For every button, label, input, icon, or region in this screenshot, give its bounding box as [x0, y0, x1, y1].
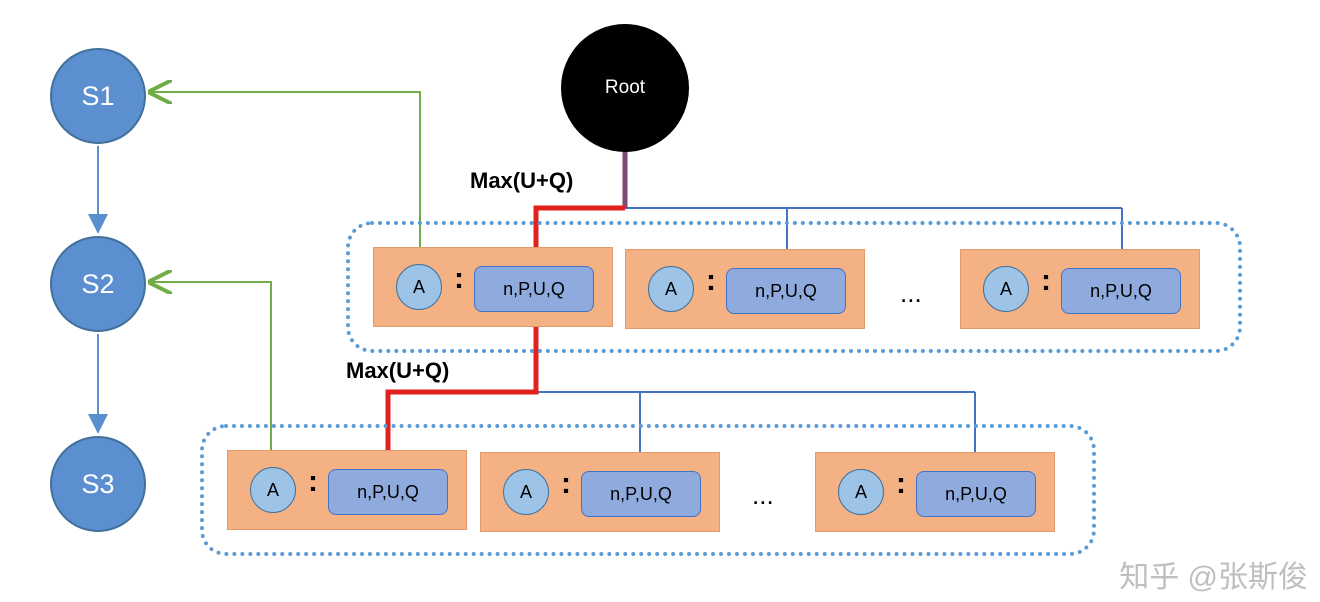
separator: : — [896, 467, 906, 500]
level2-edge-3: A : n,P,U,Q — [815, 452, 1055, 532]
state-label: S2 — [81, 268, 115, 299]
max-label-level1: Max(U+Q) — [470, 168, 574, 193]
edge-stats: n,P,U,Q — [916, 471, 1036, 517]
level2-edge-1: A : n,P,U,Q — [227, 450, 467, 530]
separator: : — [454, 262, 464, 295]
state-node-s2: S2 — [50, 236, 146, 332]
selection-path — [385, 205, 625, 468]
backup-arrow-s2 — [152, 282, 272, 467]
level1-edge-3: A : n,P,U,Q — [960, 249, 1200, 329]
edge-stats: n,P,U,Q — [474, 266, 594, 312]
state-label: S3 — [81, 468, 115, 499]
level2-edge-2: A : n,P,U,Q — [480, 452, 720, 532]
level1-edge-2: A : n,P,U,Q — [625, 249, 865, 329]
root-label: Root — [604, 77, 646, 98]
max-label-level2: Max(U+Q) — [346, 358, 450, 383]
backup-arrow-s1 — [152, 92, 421, 264]
root-node: Root — [561, 24, 689, 152]
action-node: A — [983, 266, 1029, 312]
action-node: A — [503, 469, 549, 515]
separator: : — [706, 264, 716, 297]
separator: : — [1041, 264, 1051, 297]
level1-edge-group — [346, 221, 1242, 353]
edge-stats: n,P,U,Q — [328, 469, 448, 515]
action-node: A — [396, 264, 442, 310]
state-label: S1 — [81, 80, 115, 111]
separator: : — [561, 467, 571, 500]
action-node: A — [648, 266, 694, 312]
edge-stats: n,P,U,Q — [1061, 268, 1181, 314]
state-node-s1: S1 — [50, 48, 146, 144]
level1-ellipsis: ... — [900, 278, 922, 308]
level2-ellipsis: ... — [752, 480, 774, 510]
level1-edge-1: A : n,P,U,Q — [373, 247, 613, 327]
edge-stats: n,P,U,Q — [726, 268, 846, 314]
state-node-s3: S3 — [50, 436, 146, 532]
level2-edge-group — [200, 424, 1096, 556]
watermark: 知乎 @张斯俊 — [1119, 561, 1308, 594]
edge-stats: n,P,U,Q — [581, 471, 701, 517]
action-node: A — [250, 467, 296, 513]
action-node: A — [838, 469, 884, 515]
separator: : — [308, 465, 318, 498]
